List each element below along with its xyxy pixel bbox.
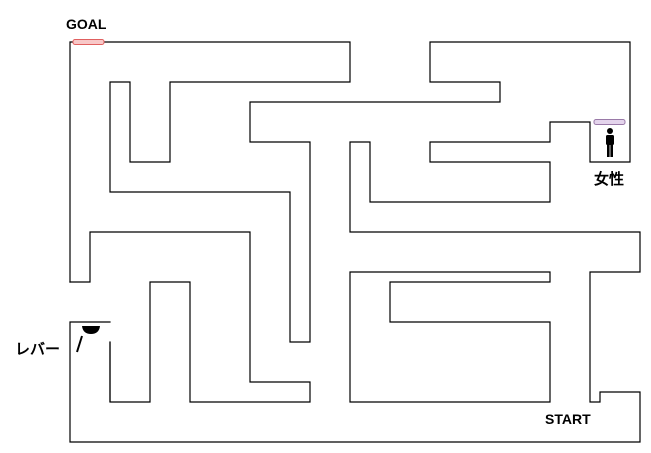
goal-marker [72,39,105,45]
lever-icon [76,326,100,353]
goal-label: GOAL [66,16,107,32]
maze-wall-pocket [69,231,311,403]
maze-wall-island [349,271,551,403]
maze-outer-wall [69,41,641,443]
gate-marker [593,119,626,125]
start-label: START [545,411,591,427]
lever-label: レバー [15,340,61,358]
woman-label: 女性 [594,170,625,188]
person-icon [606,128,614,157]
